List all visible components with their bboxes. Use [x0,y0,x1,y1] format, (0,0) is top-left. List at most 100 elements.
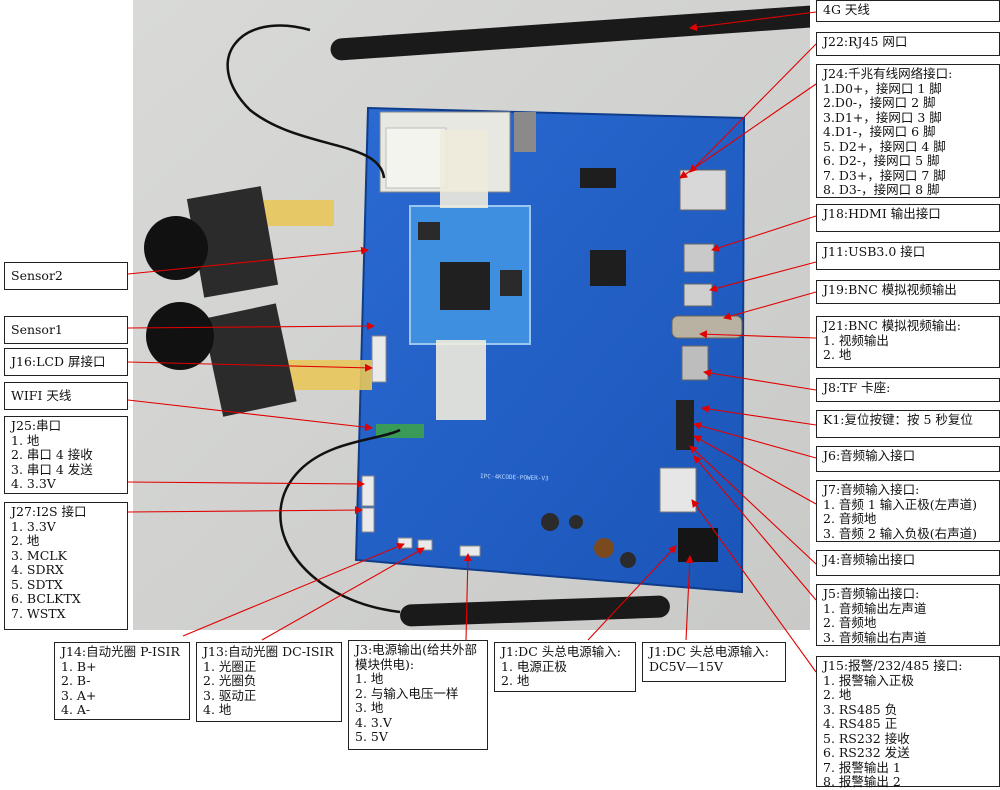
capacitor-3 [569,515,583,529]
label-line: 2. 音频地 [823,615,877,630]
label-title: J19:BNC 模拟视频输出 [823,282,957,297]
label-j24-gigabit: J24:千兆有线网络接口: 1.D0+，接网口 1 脚 2.D0-，接网口 2 … [816,64,1000,198]
label-title: J7:音频输入接口: [823,482,920,497]
label-j14-iris: J14:自动光圈 P-ISIR 1. B+ 2. B- 3. A+ 4. A- [54,642,190,720]
phy-chip [580,168,616,188]
capacitor-1 [541,513,559,531]
label-title: J21:BNC 模拟视频输出: [823,318,962,333]
label-line: 6. RS232 发送 [823,745,910,760]
label-line: 8. D3-，接网口 8 脚 [823,182,940,197]
sim-slot [514,112,536,152]
label-line: 1. 光圈正 [203,658,257,674]
label-line: 1. 音频 1 输入正极(左声道) [823,496,978,512]
label-j3-power-out: J3:电源输出(给共外部模块供电): 1. 地 2. 与输入电压一样 3. 地 … [348,640,488,750]
alarm-terminal [659,467,697,513]
label-line: 2. 与输入电压一样 [355,685,459,701]
label-title: J1:DC 头总电源输入: [649,644,769,659]
label-line: 7. WSTX [11,605,66,621]
soc-chip [440,262,490,310]
label-j18-hdmi: J18:HDMI 输出接口 [816,204,1000,232]
capacitor-2 [620,552,636,568]
label-title: J24:千兆有线网络接口: [823,66,953,81]
sensor1-board [202,303,297,417]
tf-slot [681,345,709,381]
board-illustration: IPC-4KCODE-POWER-V3 [133,0,810,630]
label-line: 2. 光圈负 [203,673,257,688]
label-j19-bnc: J19:BNC 模拟视频输出 [816,280,1000,304]
label-line: 1. 视频输出 [823,332,889,348]
rj45-jack [679,169,727,211]
label-line: 2. 地 [11,533,40,548]
hdmi-chip [590,250,626,286]
label-title: J5:音频输出接口: [823,586,920,601]
label-line: 2. 串口 4 接收 [11,447,93,462]
hdmi-port [683,243,715,273]
label-line: 3. 地 [355,700,384,715]
label-sensor2: Sensor2 [4,262,128,290]
label-line: 3. 串口 4 发送 [11,461,93,477]
j25-header [361,475,375,507]
label-title: J11:USB3.0 接口 [823,244,926,259]
j27-header [361,507,375,533]
label-line: 3. RS485 负 [823,701,898,717]
label-line: 7. 报警输出 1 [823,759,901,775]
label-line: 4. 地 [203,702,232,717]
sensor2-ribbon [264,200,334,226]
label-title: J6:音频输入接口 [823,448,916,463]
label-line: 3. 音频输出右声道 [823,629,927,645]
label-title: K1:复位按键：按 5 秒复位 [823,412,973,427]
label-j7-audio-in: J7:音频输入接口: 1. 音频 1 输入正极(左声道) 2. 音频地 3. 音… [816,480,1000,542]
label-title: J1:DC 头总电源输入: [501,644,621,659]
label-line: 1. 报警输入正极 [823,672,914,688]
label-line: 1. 音频输出左声道 [823,600,927,616]
label-line: 2. 地 [823,687,852,702]
label-title: J3:电源输出(给共外部模块供电): [355,642,478,672]
label-line: 1. 地 [11,432,40,448]
label-line: 3. 驱动正 [203,687,257,703]
usb-port [683,283,713,307]
label-line: 3. 音频 2 输入负极(右声道) [823,525,978,541]
dc-jack [678,528,718,562]
j13-header [417,539,433,551]
label-j5-audio-out: J5:音频输出接口: 1. 音频输出左声道 2. 音频地 3. 音频输出右声道 [816,584,1000,646]
label-title: J27:I2S 接口 [11,504,87,519]
label-line: 5. 5V [355,729,388,744]
lcd-connector [371,335,387,383]
label-wifi-antenna: WIFI 天线 [4,382,128,410]
label-line: 3. A+ [61,687,97,703]
label-line: 3.D1+，接网口 3 脚 [823,109,942,125]
label-title: 4G 天线 [823,2,870,17]
label-j22-rj45: J22:RJ45 网口 [816,32,1000,56]
label-line: 1. B+ [61,658,97,674]
label-j4-audio-out: J4:音频输出接口 [816,550,1000,576]
bnc-connector [671,315,743,339]
sensor2-lens [144,216,208,280]
label-j6-audio-in: J6:音频输入接口 [816,446,1000,472]
label-line: 2.D0-，接网口 2 脚 [823,95,936,110]
label-title: J4:音频输出接口 [823,552,916,567]
label-j1-dc-voltage: J1:DC 头总电源输入: DC5V—15V [642,642,786,682]
label-line: 4. A- [61,702,91,717]
label-title: WIFI 天线 [11,388,72,403]
label-j8-tf: J8:TF 卡座: [816,378,1000,402]
label-line: 2. 地 [823,347,852,362]
label-line: 2. 地 [501,673,530,688]
label-j27-i2s: J27:I2S 接口 1. 3.3V 2. 地 3. MCLK 4. SDRX … [4,502,128,630]
label-sensor1: Sensor1 [4,316,128,344]
label-line: 7. D3+，接网口 7 脚 [823,167,946,183]
label-title: Sensor1 [11,322,63,337]
label-line: 2. 音频地 [823,511,877,526]
4g-module-shield [385,127,447,189]
label-line: DC5V—15V [649,658,723,674]
label-line: 6. BCLKTX [11,591,81,606]
label-line: 2. B- [61,673,91,688]
label-title: J8:TF 卡座: [823,380,891,395]
label-line: 5. SDTX [11,576,63,592]
label-j16-lcd: J16:LCD 屏接口 [4,348,128,376]
label-line: 1. 地 [355,671,384,686]
label-line: 4. 3.V [355,714,392,730]
label-j25-uart: J25:串口 1. 地 2. 串口 4 接收 3. 串口 4 发送 4. 3.3… [4,416,128,494]
label-title: J18:HDMI 输出接口 [823,206,941,221]
pcb-silkscreen: IPC-4KCODE-POWER-V3 [480,473,549,482]
j14-header [397,537,413,549]
